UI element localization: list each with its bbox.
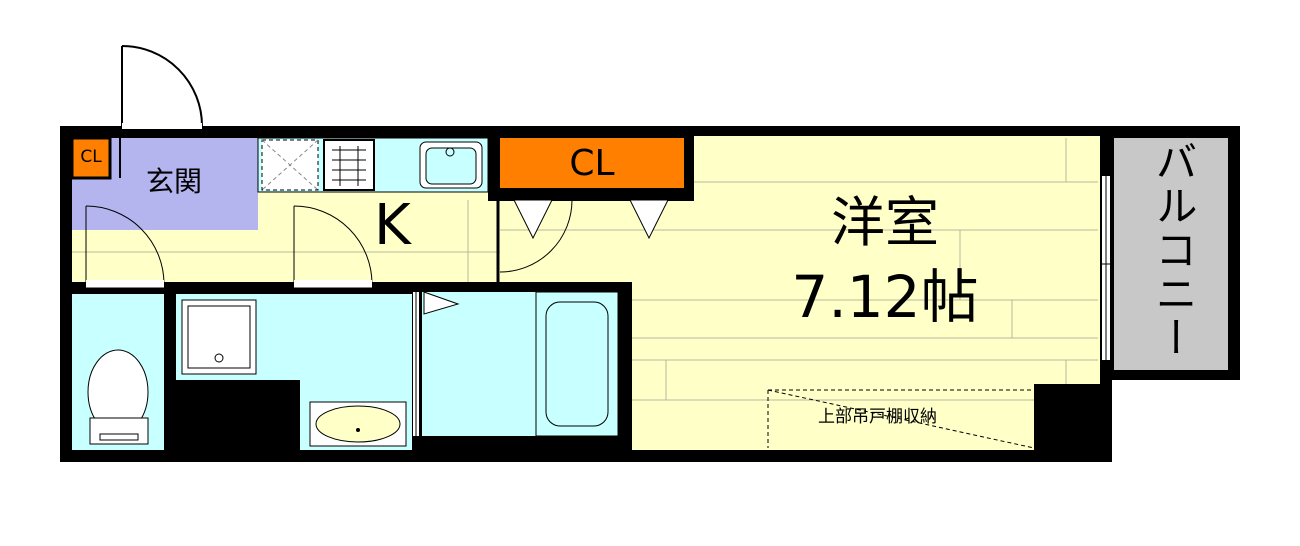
stove (323, 139, 375, 191)
closet-door-right (629, 199, 669, 240)
room-name-label: 洋室 (831, 191, 939, 254)
balcony-floor (1114, 138, 1228, 370)
room-door (496, 199, 573, 282)
kitchen-label: K (374, 193, 411, 258)
washing-machine (181, 299, 257, 375)
storage-label: 上部吊戸棚収納 (818, 407, 937, 427)
hanging-storage (767, 389, 1035, 449)
entrance-closet (70, 136, 112, 180)
closet-door-left (513, 199, 553, 240)
floor-boards (72, 138, 1098, 401)
entrance-label: 玄関 (146, 165, 203, 198)
bath-door (293, 205, 373, 285)
bath-door-mark (423, 291, 460, 315)
toilet-door (85, 205, 165, 285)
entrance-door (121, 45, 203, 129)
closet-label: CL (569, 143, 615, 184)
closet (500, 138, 684, 188)
room-size-label: 7.12帖 (791, 263, 979, 331)
entrance-closet-label: CL (80, 147, 102, 167)
balcony-label: バルコニー (1149, 140, 1198, 360)
